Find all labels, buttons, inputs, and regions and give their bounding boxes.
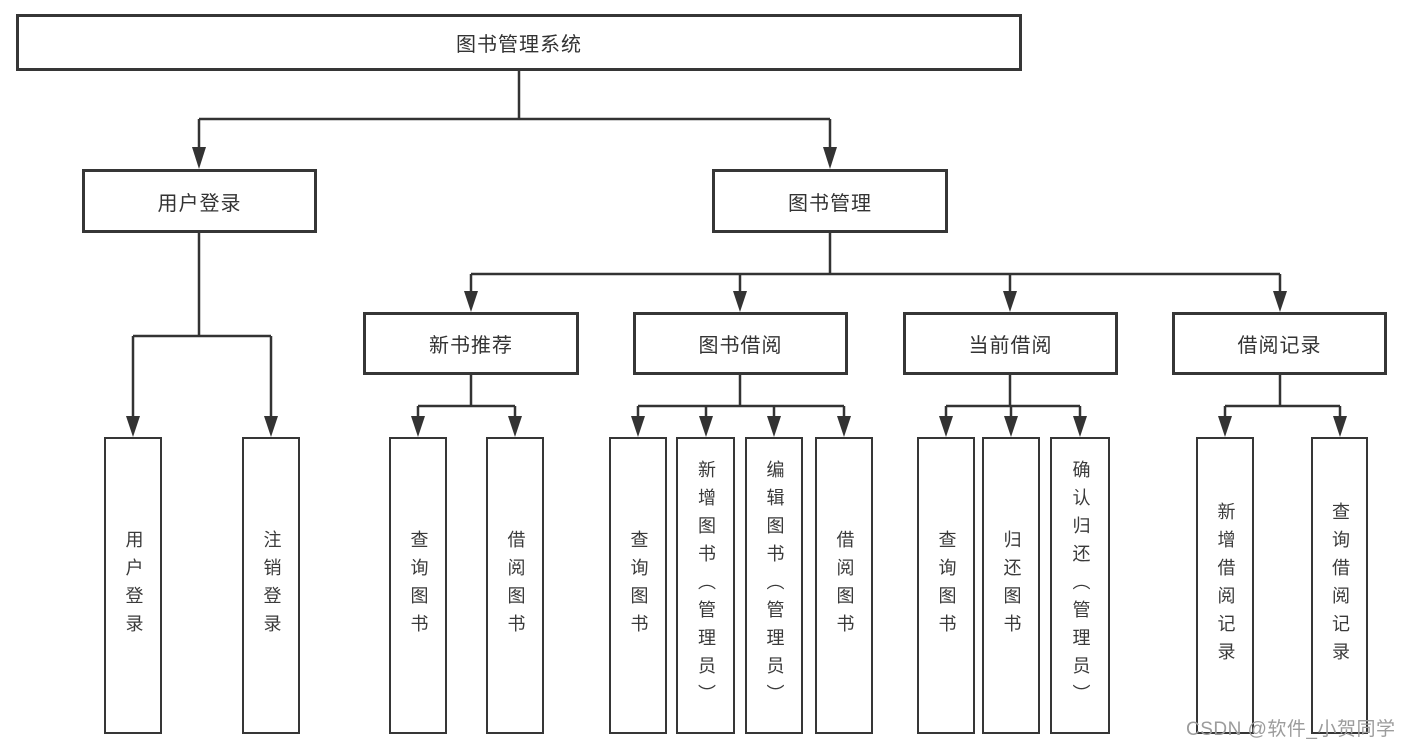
node-borrow-records: 借阅记录 [1172,312,1387,375]
node-label: 新书推荐 [429,335,513,357]
node-query-books-borrowing: 查询图书 [609,437,667,734]
arrow-down-icon [411,416,425,437]
node-label: 注销登录 [261,529,282,642]
arrow-down-icon [1218,416,1232,437]
node-new-book-recommend: 新书推荐 [363,312,579,375]
arrow-down-icon [1273,291,1287,312]
node-add-book-admin: 新增图书（管理员） [676,437,735,734]
node-label: 确认归还（管理员） [1070,459,1091,712]
node-label: 查询图书 [628,529,649,642]
node-label: 借阅图书 [505,529,526,642]
node-add-borrow-record: 新增借阅记录 [1196,437,1254,734]
arrow-down-icon [126,416,140,437]
node-logout: 注销登录 [242,437,300,734]
node-query-books-recommend: 查询图书 [389,437,447,734]
node-current-borrowing: 当前借阅 [903,312,1118,375]
node-return-book: 归还图书 [982,437,1040,734]
node-book-borrowing: 图书借阅 [633,312,848,375]
node-label: 查询借阅记录 [1329,501,1350,670]
node-confirm-return-admin: 确认归还（管理员） [1050,437,1110,734]
arrowhead-icons [126,147,1347,437]
node-label: 图书借阅 [698,335,783,357]
node-borrow-books-recommend: 借阅图书 [486,437,544,734]
node-book-management-group: 图书管理 [712,169,948,233]
arrow-down-icon [837,416,851,437]
arrow-down-icon [1333,416,1347,437]
node-label: 图书管理 [788,192,872,215]
arrow-down-icon [631,416,645,437]
arrow-down-icon [1004,416,1018,437]
node-label: 用户登录 [157,192,242,215]
node-edit-book-admin: 编辑图书（管理员） [745,437,803,734]
csdn-watermark: CSDN @软件_小贺同学 [1186,719,1396,740]
node-library-management-system: 图书管理系统 [16,14,1022,71]
node-label: 查询图书 [936,529,957,642]
arrow-down-icon [699,416,713,437]
arrow-down-icon [823,147,837,169]
node-label: 借阅图书 [834,529,855,642]
node-label: 新增图书（管理员） [695,459,716,712]
node-label: 当前借阅 [968,335,1053,357]
arrow-down-icon [939,416,953,437]
node-label: 用户登录 [123,529,144,642]
node-label: 新增借阅记录 [1215,501,1236,670]
node-borrow-books-borrowing: 借阅图书 [815,437,873,734]
node-label: 编辑图书（管理员） [764,459,785,712]
node-label: 查询图书 [408,529,429,642]
node-user-login-group: 用户登录 [82,169,317,233]
connector-paths [131,71,1342,418]
arrow-down-icon [508,416,522,437]
arrow-down-icon [733,291,747,312]
node-label: 借阅记录 [1237,335,1322,357]
arrow-down-icon [192,147,206,169]
node-label: 图书管理系统 [456,34,582,56]
arrow-down-icon [464,291,478,312]
node-query-borrow-record: 查询借阅记录 [1311,437,1368,734]
arrow-down-icon [1003,291,1017,312]
arrow-down-icon [767,416,781,437]
node-user-login: 用户登录 [104,437,162,734]
node-query-books-current: 查询图书 [917,437,975,734]
node-label: 归还图书 [1001,529,1022,642]
arrow-down-icon [1073,416,1087,437]
arrow-down-icon [264,416,278,437]
